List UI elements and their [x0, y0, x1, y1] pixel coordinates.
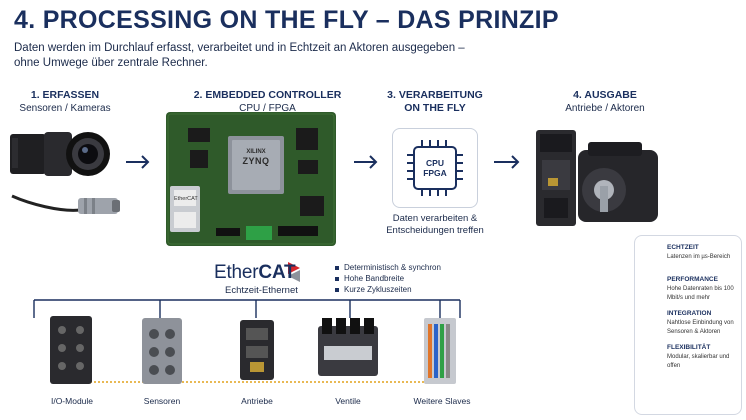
cpu-label: CPU: [426, 158, 444, 168]
benefit-integration: INTEGRATION Nahtlose Einbindung von Sens…: [641, 308, 741, 348]
benefit-desc: Latenzen im µs-Bereich: [667, 254, 731, 260]
sensor-hub-device: [142, 318, 182, 384]
processing-note: Daten verarbeiten & Entscheidungen treff…: [386, 213, 484, 236]
page-title: 4. PROCESSING ON THE FLY – DAS PRINZIP: [14, 6, 559, 34]
benefit-title: ECHTZEIT: [667, 244, 699, 251]
ethercat-feature: Deterministisch & synchron: [335, 262, 441, 273]
flow-arrow-2: [354, 155, 378, 169]
flow-arrow-3: [494, 155, 520, 169]
embedded-board: [166, 112, 336, 246]
board-chip-label: XILINX ZYNQ: [234, 148, 278, 166]
chip-model: ZYNQ: [242, 156, 270, 166]
benefit-flexibilitaet: FLEXIBILITÄT Modular, skalierbar und off…: [641, 342, 741, 382]
benefit-title: FLEXIBILITÄT: [667, 344, 711, 351]
ethercat-feature: Hohe Bandbreite: [335, 273, 441, 284]
page-subtitle: Daten werden im Durchlauf erfasst, verar…: [14, 42, 465, 69]
ethercat-logo-arrows: [288, 262, 300, 282]
flow-arrow-1: [126, 155, 150, 169]
benefit-desc: Nahtlose Einbindung von Sensoren & Aktor…: [667, 320, 734, 335]
step-3-header: 3. VERARBEITUNG ON THE FLY: [385, 89, 485, 115]
device-label-antriebe: Antriebe: [241, 396, 273, 406]
ethercat-logo-left: Ether: [214, 262, 259, 283]
benefit-title: INTEGRATION: [667, 310, 712, 317]
cpu-chip-icon: CPU FPGA: [413, 146, 457, 190]
servo-drive-icon: [536, 130, 576, 226]
ethercat-feature-list: Deterministisch & synchron Hohe Bandbrei…: [335, 262, 441, 295]
board-port-label: EtherCAT: [174, 196, 198, 202]
ethercat-logo-right: CAT: [258, 262, 296, 283]
device-label-io: I/O-Module: [50, 396, 94, 406]
fpga-label: FPGA: [423, 168, 447, 178]
benefit-title: PERFORMANCE: [667, 276, 718, 283]
device-label-ventile: Ventile: [335, 396, 361, 406]
device-label-slaves: Weitere Slaves: [413, 396, 471, 406]
step-2-header: 2. EMBEDDED CONTROLLER CPU / FPGA: [180, 89, 355, 115]
benefit-desc: Hohe Datenraten bis 100 Mbit/s und mehr: [667, 286, 734, 301]
step-subtitle: CPU / FPGA: [239, 103, 296, 114]
ethercat-feature: Kurze Zykluszeiten: [335, 284, 441, 295]
device-label-sensoren: Sensoren: [143, 396, 181, 406]
step-4-header: 4. AUSGABE Antriebe / Aktoren: [540, 89, 670, 115]
servo-motor-icon: [578, 142, 658, 222]
benefit-desc: Modular, skalierbar und offen: [667, 354, 730, 369]
ethercat-logo: EtherCAT: [214, 262, 296, 284]
step-title: 2. EMBEDDED CONTROLLER: [193, 89, 342, 101]
benefits-panel: ECHTZEIT Latenzen im µs-Bereich PERFORMA…: [634, 235, 742, 415]
terminal-block-device: [424, 318, 456, 384]
ethercat-bus: [33, 299, 461, 383]
chip-brand: XILINX: [246, 149, 266, 155]
benefit-echtzeit: ECHTZEIT Latenzen im µs-Bereich: [641, 242, 741, 282]
proximity-sensor-icon: [11, 194, 120, 214]
cpu-fpga-box: CPU FPGA: [392, 128, 478, 208]
step-1-header: 1. ERFASSEN Sensoren / Kameras: [6, 89, 124, 115]
ethercat-subtitle: Echtzeit-Ethernet: [225, 285, 298, 296]
step-subtitle: Sensoren / Kameras: [19, 103, 111, 114]
benefit-performance: PERFORMANCE Hohe Datenraten bis 100 Mbit…: [641, 274, 741, 314]
drive-device: [240, 320, 274, 380]
step-title: 1. ERFASSEN: [30, 89, 100, 101]
step-title: 3. VERARBEITUNG ON THE FLY: [387, 89, 483, 114]
camera-icon: [10, 132, 110, 176]
valve-device: [318, 318, 378, 376]
step-subtitle: Antriebe / Aktoren: [565, 103, 645, 114]
step-title: 4. AUSGABE: [573, 89, 637, 101]
io-module-device: [50, 316, 92, 384]
